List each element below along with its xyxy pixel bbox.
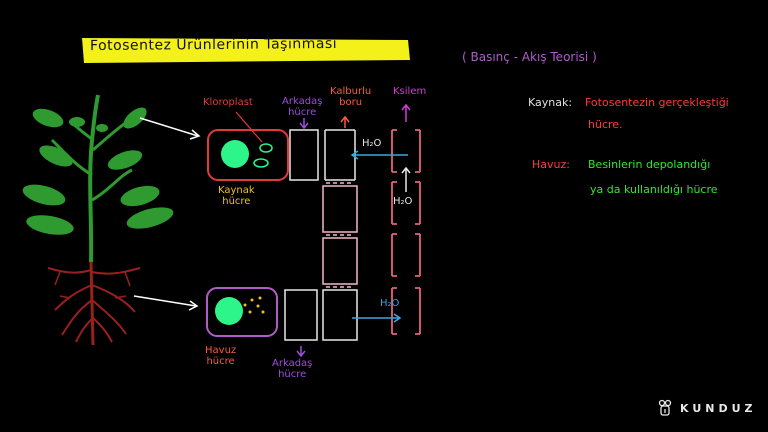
subtitle: ( Basınç - Akış Teorisi )	[462, 50, 597, 64]
leaf	[69, 117, 85, 127]
label-h2o-middle: H₂O	[393, 196, 413, 207]
label-kalburlu-boru: Kalburlu boru	[330, 86, 372, 108]
leaf	[126, 207, 174, 229]
chloroplast	[259, 143, 273, 153]
pointer-arrows	[133, 117, 201, 311]
brand-name: KUNDUZ	[680, 402, 757, 415]
arkadas-top-arrow	[299, 118, 309, 130]
water-up-arrow	[401, 166, 411, 192]
xylem-tube	[391, 129, 421, 335]
leaf	[32, 108, 64, 128]
title-highlight	[82, 38, 410, 63]
sink-cell-wall	[206, 287, 278, 337]
arkadas-bottom-arrow	[296, 346, 306, 358]
roots	[47, 261, 141, 346]
source-cell-wall	[207, 129, 289, 181]
label-kaynak-hucre: Kaynak hücre	[218, 185, 255, 207]
leaf	[123, 107, 147, 129]
label-arkadas-hucre-top: Arkadaş hücre	[282, 96, 323, 118]
kalburlu-arrow	[340, 115, 350, 128]
definition-havuz-text-2: ya da kullanıldığı hücre	[590, 183, 718, 196]
leaf	[22, 184, 66, 206]
sink-cell	[206, 287, 278, 337]
companion-cell-top	[289, 129, 319, 181]
leaf	[26, 215, 74, 235]
definition-kaynak-term: Kaynak:	[528, 96, 573, 109]
arrow-leaf-to-source	[139, 117, 199, 137]
leaf	[39, 145, 73, 167]
page-title: Fotosentez Ürünlerinin Taşınması	[89, 35, 338, 55]
chloroplast	[253, 158, 269, 168]
definition-havuz-term: Havuz:	[532, 158, 570, 171]
plant-branch	[91, 168, 133, 202]
kloroplast-pointer	[235, 111, 263, 143]
kunduz-logo-icon	[658, 399, 672, 416]
sink-nucleus	[215, 297, 243, 325]
water-arrow-top	[350, 150, 408, 160]
sieve-tube	[322, 129, 358, 341]
leaf	[120, 185, 160, 207]
plant	[22, 94, 174, 263]
definition-kaynak-text-1: Fotosentezin gerçekleştiği	[585, 96, 729, 109]
plant-stem	[88, 94, 100, 263]
label-ksilem: Ksilem	[393, 86, 427, 97]
label-havuz-hucre: Havuz hücre	[205, 345, 237, 367]
leaf	[107, 150, 143, 170]
water-arrows	[350, 150, 408, 323]
label-arkadas-hucre-bottom: Arkadaş hücre	[272, 358, 313, 380]
companion-cell-bottom	[284, 289, 318, 341]
label-h2o-top: H₂O	[362, 138, 382, 149]
leaf	[96, 124, 108, 132]
ksilem-arrow	[401, 103, 411, 122]
definition-havuz-text-1: Besinlerin depolandığı	[588, 158, 711, 171]
definition-kaynak-text-2: hücre.	[588, 118, 623, 131]
label-kloroplast: Kloroplast	[203, 97, 253, 108]
arrow-root-to-sink	[133, 295, 197, 307]
water-arrow-bottom	[352, 313, 402, 323]
source-cell	[207, 111, 289, 181]
label-h2o-bottom: H₂O	[380, 298, 400, 309]
source-nucleus	[221, 140, 249, 168]
